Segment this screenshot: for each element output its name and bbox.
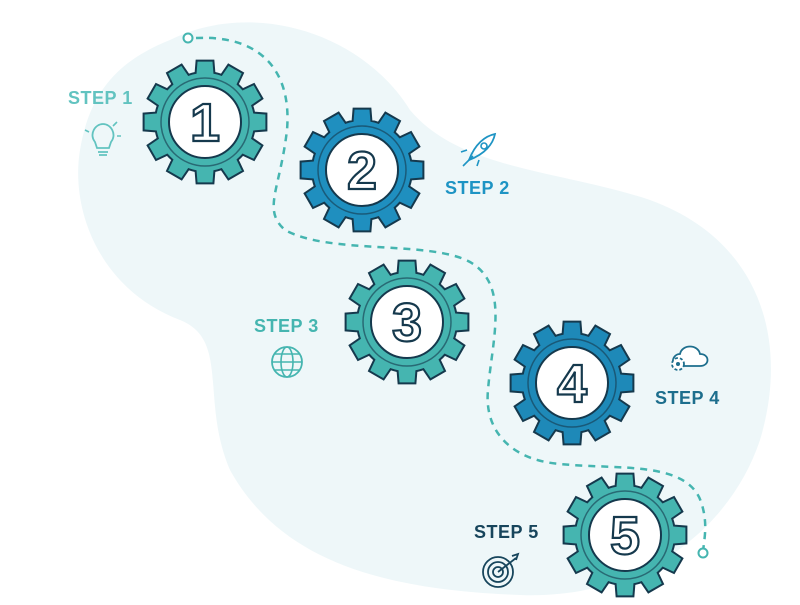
step-2-label: STEP 2 xyxy=(445,178,510,198)
gear-hub xyxy=(370,285,444,359)
gear-number: 5 xyxy=(610,506,640,566)
step-4-label: STEP 4 xyxy=(655,388,720,408)
gear-hub xyxy=(168,85,242,159)
connector-end-dot xyxy=(697,547,709,559)
gear-number: 4 xyxy=(557,354,587,414)
cloud-gear-icon xyxy=(671,345,709,371)
gear-number: 1 xyxy=(190,93,220,153)
step-1-label: STEP 1 xyxy=(68,88,133,108)
globe-icon xyxy=(271,346,303,378)
gear-hub xyxy=(535,346,609,420)
gear-step-3: 3 xyxy=(344,259,470,385)
gear-step-5: 5 xyxy=(562,472,688,598)
gear-number: 2 xyxy=(347,141,377,201)
gear-step-2: 2 xyxy=(299,107,425,233)
gear-inner-ring xyxy=(580,490,670,580)
step-5-label: STEP 5 xyxy=(474,522,539,542)
connector-start-dot xyxy=(182,32,194,44)
gear-inner-ring xyxy=(362,277,452,367)
rocket-icon xyxy=(460,132,497,167)
gear-hub xyxy=(325,133,399,207)
target-icon xyxy=(482,552,520,588)
gear-step-4: 4 xyxy=(509,320,635,446)
gear-step-1: 1 xyxy=(142,59,268,185)
gear-inner-ring xyxy=(160,77,250,167)
step-3-label: STEP 3 xyxy=(254,316,319,336)
gear-inner-ring xyxy=(317,125,407,215)
lightbulb-icon xyxy=(84,121,121,156)
gear-number: 3 xyxy=(392,293,422,353)
gear-hub xyxy=(588,498,662,572)
gear-inner-ring xyxy=(527,338,617,428)
